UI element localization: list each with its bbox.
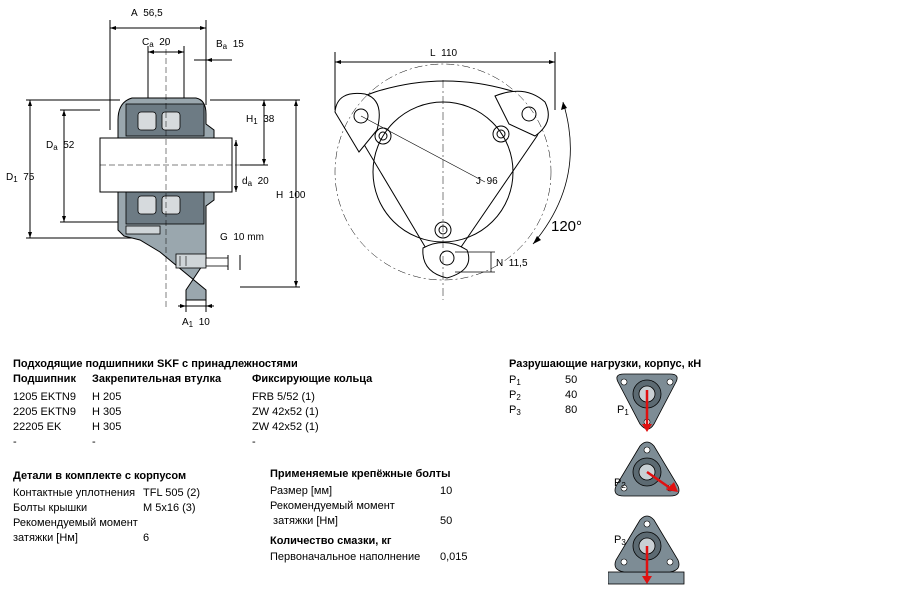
table-cell: - <box>92 436 96 448</box>
table-cell: 2205 EKTN9 <box>13 406 76 418</box>
table-cell: - <box>13 436 17 448</box>
table-cell: H 305 <box>92 421 122 433</box>
kit-value: 6 <box>143 532 150 544</box>
load-icon-label: P1 <box>617 404 629 417</box>
housing-section <box>99 97 240 301</box>
load-icons <box>608 373 685 585</box>
grease-label: Первоначальное наполнение <box>270 551 421 563</box>
table-cell: H 205 <box>92 391 122 403</box>
load-value: 50 <box>565 374 578 386</box>
kit-title: Детали в комплекте с корпусом <box>13 470 187 482</box>
bolts-title: Применяемые крепёжные болты <box>270 468 451 480</box>
dim-a1: A1 10 <box>182 317 210 329</box>
dim-g: G 10 mm <box>220 232 264 243</box>
kit-label: Болты крышки <box>13 502 88 514</box>
bolts-label: Рекомендуемый момент <box>270 500 395 512</box>
bearings-col-sleeve: Закрепительная втулка <box>92 373 222 385</box>
dim-ca: Ca 20 <box>142 37 171 49</box>
dim-h1: H1 38 <box>246 114 275 126</box>
dim-d1: D1 75 <box>6 172 35 184</box>
load-icon-p2 <box>614 441 680 497</box>
dim-da-outer: Da 52 <box>46 140 75 152</box>
load-icon-label: P3 <box>614 534 626 547</box>
kit-value: TFL 505 (2) <box>143 487 201 499</box>
kit-label: Контактные уплотнения <box>13 487 136 499</box>
front-view-drawing <box>334 52 571 300</box>
dim-angle: 120° <box>551 218 583 235</box>
section-view-drawing <box>26 20 300 312</box>
table-cell: FRB 5/52 (1) <box>252 391 315 403</box>
kit-label: затяжки [Нм] <box>13 532 78 544</box>
dim-l: L 110 <box>430 48 458 59</box>
table-cell: ZW 42x52 (1) <box>252 406 319 418</box>
table-cell: - <box>252 436 256 448</box>
load-value: 40 <box>565 389 578 401</box>
kit-value: M 5x16 (3) <box>143 502 196 514</box>
dim-a: A 56,5 <box>131 8 163 19</box>
bearings-col-bearing: Подшипник <box>13 373 76 385</box>
dim-da-inner: da 20 <box>242 176 269 188</box>
dim-ba: Ba 15 <box>216 39 244 51</box>
bolts-label: Размер [мм] <box>270 485 333 497</box>
dim-h: H 100 <box>276 190 306 201</box>
bearings-col-rings: Фиксирующие кольца <box>252 373 373 385</box>
grease-title: Количество смазки, кг <box>270 535 392 547</box>
load-label: P2 <box>509 389 521 402</box>
load-icon-p3 <box>608 515 685 585</box>
load-icon-p1 <box>616 373 678 432</box>
loads-title: Разрушающие нагрузки, корпус, кН <box>509 358 702 370</box>
bolts-label: затяжки [Нм] <box>270 515 338 527</box>
table-cell: 1205 EKTN9 <box>13 391 76 403</box>
bolts-value: 50 <box>440 515 453 527</box>
load-label: P1 <box>509 374 521 387</box>
bolts-value: 10 <box>440 485 453 497</box>
load-value: 80 <box>565 404 578 416</box>
kit-label: Рекомендуемый момент <box>13 517 138 529</box>
bearings-title: Подходящие подшипники SKF с принадлежнос… <box>13 358 298 370</box>
table-cell: 22205 EK <box>13 421 62 433</box>
load-label: P3 <box>509 404 521 417</box>
table-cell: H 305 <box>92 406 122 418</box>
dim-j: J 96 <box>476 176 498 187</box>
dim-n: N 11,5 <box>496 258 528 269</box>
grease-value: 0,015 <box>440 551 468 563</box>
table-cell: ZW 42x52 (1) <box>252 421 319 433</box>
load-icon-label: P2 <box>614 477 626 490</box>
